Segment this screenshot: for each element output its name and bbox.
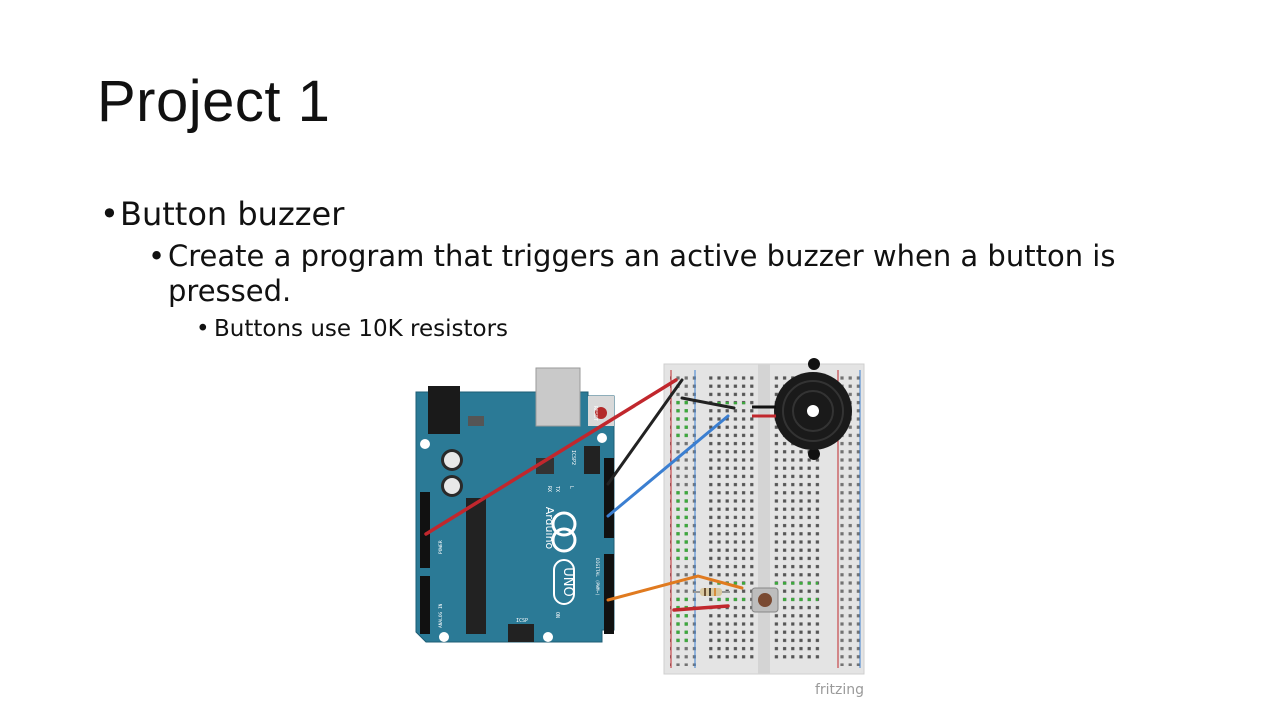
board-brand-label: Arduino: [543, 507, 556, 550]
analog-label: ANALOG IN: [438, 603, 444, 628]
resistor: [694, 588, 730, 596]
board-model-label: UNO: [560, 567, 575, 596]
rx-label: RX: [546, 486, 552, 492]
bullet-level3-text: Buttons use 10K resistors: [214, 316, 509, 343]
bullet-level1-text: Button buzzer: [120, 195, 345, 233]
bullet-level1: • Button buzzer: [100, 195, 345, 233]
bullet-level2-text: Create a program that triggers an active…: [168, 238, 1116, 308]
arduino-board: UNO Arduino RESET ICSP2 ICSP TX RX L ON …: [415, 367, 615, 643]
bullet-level2: • Create a program that triggers an acti…: [148, 239, 1160, 309]
bullet-level3: • Buttons use 10K resistors: [196, 316, 509, 343]
digital-label: DIGITAL (PWM~): [594, 558, 600, 596]
wires: [424, 378, 744, 612]
icsp-label: ICSP: [516, 618, 528, 624]
reset-label: RESET: [592, 406, 598, 421]
buzzer: [752, 358, 852, 460]
icsp2-label: ICSP2: [570, 450, 576, 465]
circuit-svg: UNO Arduino RESET ICSP2 ICSP TX RX L ON …: [415, 358, 865, 698]
circuit-diagram: UNO Arduino RESET ICSP2 ICSP TX RX L ON …: [412, 358, 868, 702]
fritzing-watermark: fritzing: [815, 682, 864, 698]
on-label: ON: [554, 612, 560, 618]
power-label: POWER: [438, 540, 444, 554]
tx-label: TX: [554, 486, 560, 492]
bullet-list: • Button buzzer • Create a program that …: [100, 196, 1160, 344]
slide-title: Project 1: [97, 69, 331, 134]
pushbutton: [751, 587, 779, 613]
l-label: L: [568, 486, 574, 489]
